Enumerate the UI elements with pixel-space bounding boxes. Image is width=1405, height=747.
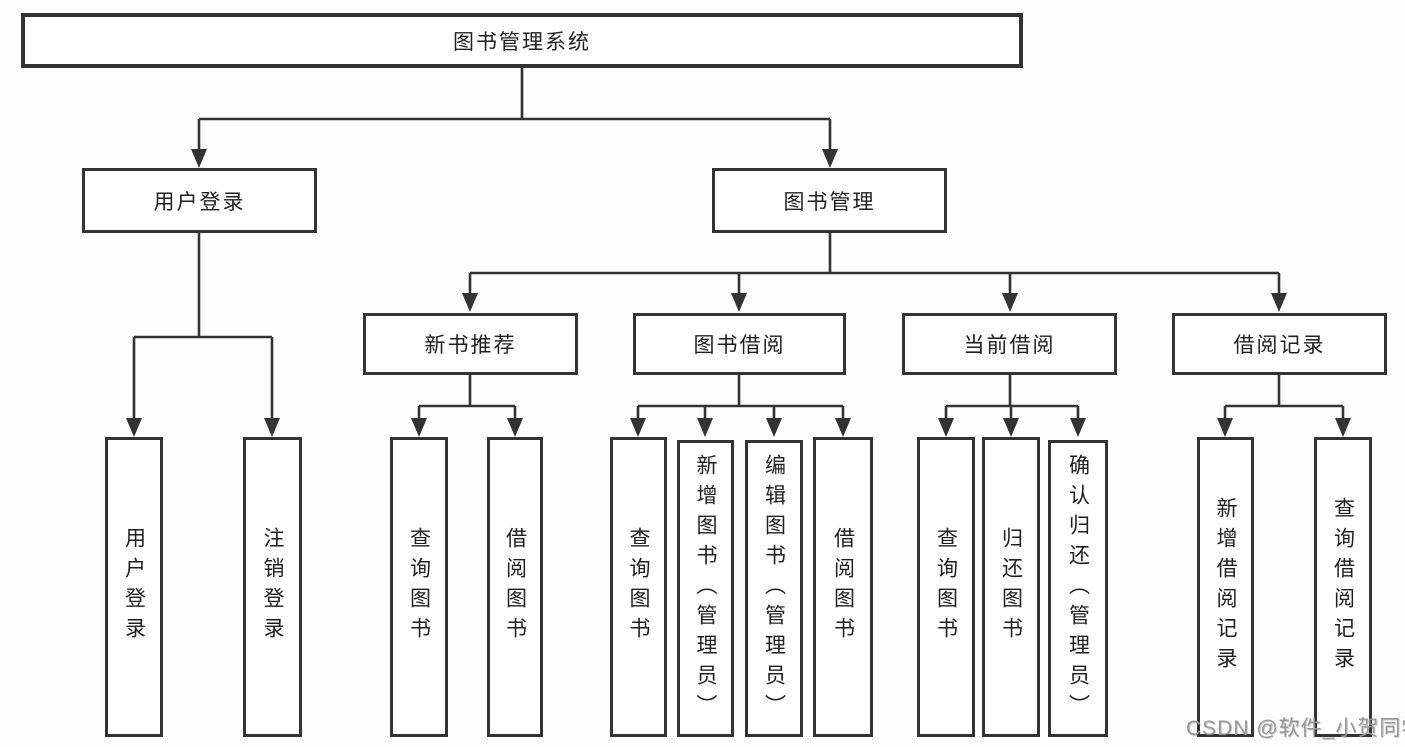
leaf-borrow-book-2: 借阅图书	[813, 437, 873, 737]
node-borrow-record: 借阅记录	[1172, 313, 1387, 375]
leaf-borrow-book-2-label: 借阅图书	[831, 527, 855, 647]
leaf-query-book-3-label: 查询图书	[934, 527, 958, 647]
leaf-add-borrow-record: 新增借阅记录	[1197, 437, 1254, 737]
leaf-logout-label: 注销登录	[261, 527, 284, 647]
leaf-return-book: 归还图书	[982, 437, 1040, 737]
leaf-user-login-label: 用户登录	[122, 527, 146, 647]
leaf-confirm-return-admin-label: 确认归还（管理员）	[1066, 453, 1090, 724]
leaf-logout: 注销登录	[243, 437, 302, 737]
leaf-query-book-1: 查询图书	[390, 437, 448, 737]
leaf-query-borrow-record: 查询借阅记录	[1314, 437, 1372, 737]
leaf-confirm-return-admin: 确认归还（管理员）	[1048, 440, 1108, 737]
node-borrow-record-label: 借阅记录	[1233, 334, 1326, 357]
node-user-login: 用户登录	[82, 168, 317, 233]
leaf-query-book-1-label: 查询图书	[407, 527, 431, 647]
leaf-query-book-3: 查询图书	[917, 437, 975, 737]
node-root: 图书管理系统	[21, 13, 1023, 68]
leaf-query-book-2: 查询图书	[610, 437, 667, 737]
node-new-book-recommend: 新书推荐	[363, 313, 578, 375]
node-new-book-recommend-label: 新书推荐	[424, 334, 517, 357]
node-book-borrow-label: 图书借阅	[693, 334, 786, 357]
leaf-query-book-2-label: 查询图书	[627, 527, 650, 647]
leaf-query-borrow-record-label: 查询借阅记录	[1331, 497, 1355, 677]
leaf-user-login: 用户登录	[105, 437, 163, 737]
node-user-login-label: 用户登录	[153, 190, 246, 214]
leaf-edit-book-admin: 编辑图书（管理员）	[745, 440, 803, 737]
node-book-management: 图书管理	[712, 168, 947, 233]
node-book-management-label: 图书管理	[783, 190, 876, 214]
leaf-borrow-book-1: 借阅图书	[487, 437, 543, 737]
leaf-return-book-label: 归还图书	[999, 527, 1023, 647]
leaf-add-book-admin: 新增图书（管理员）	[677, 440, 734, 737]
node-book-borrow: 图书借阅	[633, 313, 846, 375]
leaf-edit-book-admin-label: 编辑图书（管理员）	[762, 453, 786, 724]
node-current-borrow-label: 当前借阅	[963, 334, 1056, 357]
node-root-label: 图书管理系统	[453, 30, 591, 54]
leaf-add-borrow-record-label: 新增借阅记录	[1214, 497, 1237, 677]
node-current-borrow: 当前借阅	[902, 313, 1117, 375]
leaf-add-book-admin-label: 新增图书（管理员）	[694, 453, 717, 724]
csdn-watermark: CSDN @软件_小贺同学	[1186, 717, 1405, 740]
leaf-borrow-book-1-label: 借阅图书	[503, 527, 527, 647]
